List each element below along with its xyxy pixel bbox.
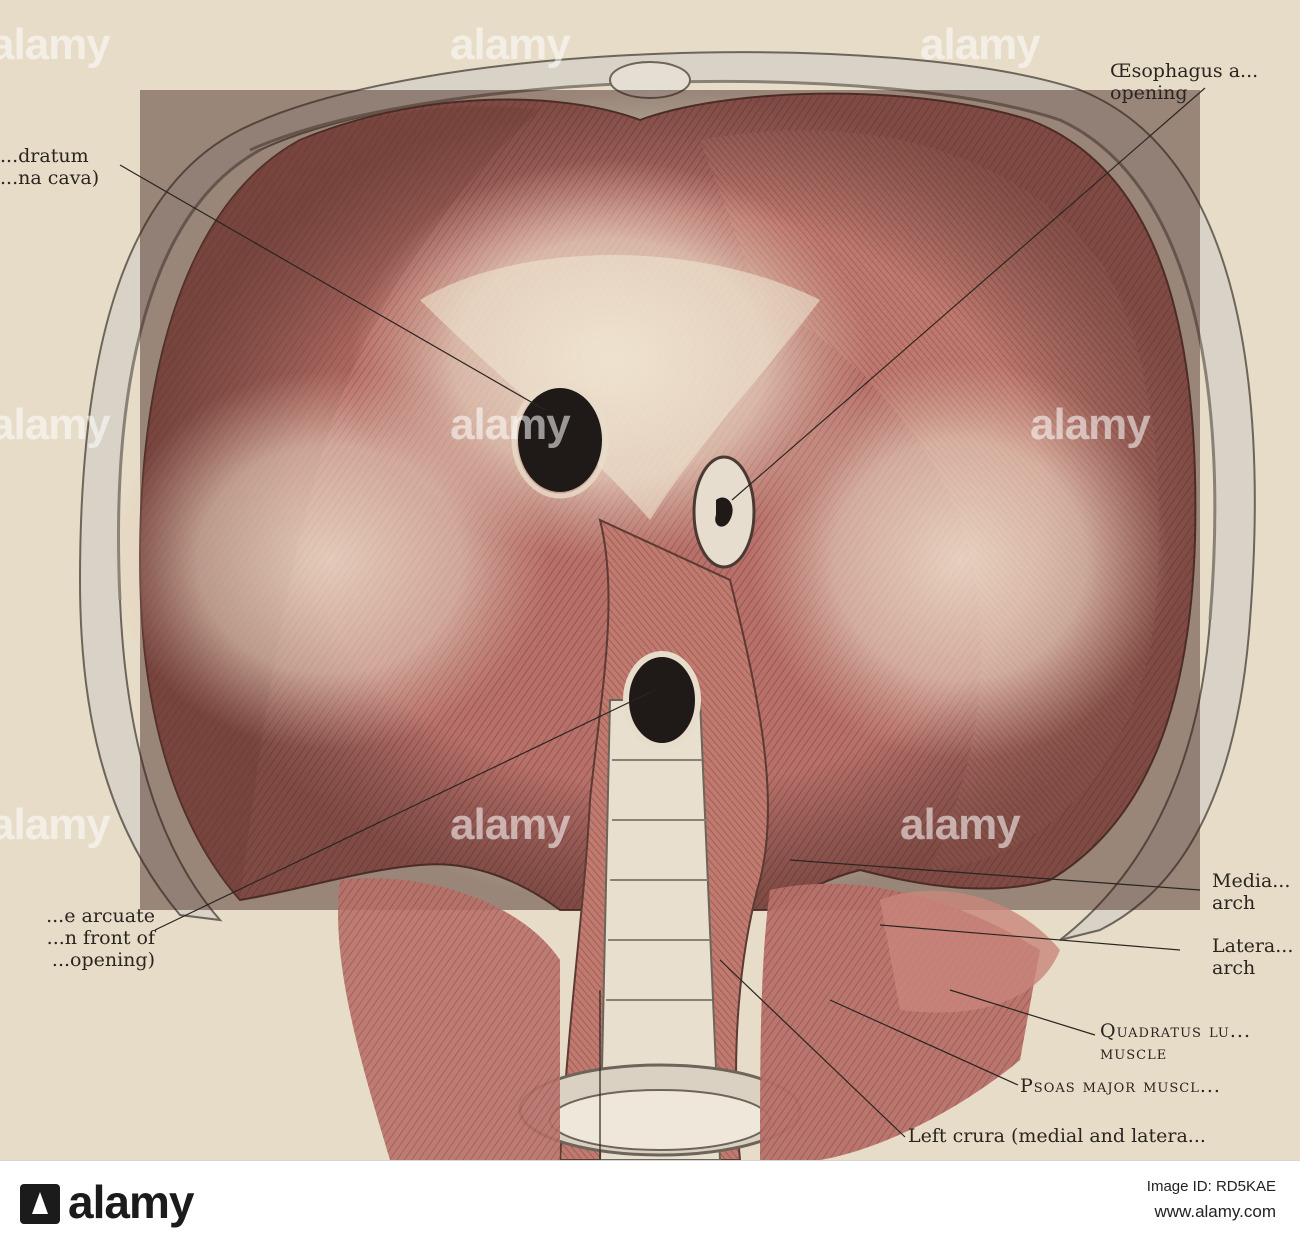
label-quadratus-lumborum: Quadratus lu... muscle [1100,1020,1251,1064]
label-line: Œsophagus a... [1110,60,1259,82]
stock-footer: alamy Image ID: RD5KAE www.alamy.com [0,1160,1300,1250]
alamy-logo[interactable]: alamy [20,1175,194,1229]
label-median-arcuate-ligament: ...e arcuate ...n front of ...opening) [0,905,155,971]
watermark: alamy [450,400,571,449]
diaphragm-illustration [78,51,1256,1160]
label-line: ...opening) [51,949,155,971]
label-line: opening [1110,82,1188,104]
label-psoas-major: Psoas major muscl... [1020,1075,1221,1097]
label-line: ...n front of [46,927,155,949]
leader-lines [119,87,1206,1160]
label-line: ...na cava) [0,167,100,189]
label-line: Quadratus lu... [1100,1020,1251,1042]
figure-plate: alamy alamy alamy alamy alamy alamy alam… [0,20,1294,1160]
vena-cava-opening [518,388,602,492]
aortic-opening [623,651,701,749]
label-medial-arch: Media... arch [1212,870,1290,914]
label-line: Media... [1212,870,1291,892]
watermark: alamy [450,800,571,849]
watermark: alamy [0,400,111,449]
watermark: alamy [450,20,571,69]
alamy-logo-text: alamy [68,1176,194,1228]
image-meta: Image ID: RD5KAE www.alamy.com [1147,1177,1276,1223]
label-line: muscle [1100,1042,1168,1064]
site-url[interactable]: www.alamy.com [1154,1202,1276,1221]
label-line: ...dratum [0,145,89,167]
label-left-crura: Left crura (medial and latera... [908,1125,1206,1147]
label-line: ...e arcuate [46,905,155,927]
watermark: alamy [1030,400,1151,449]
central-tendon [110,160,1170,760]
label-line: arch [1212,957,1256,979]
label-line: Latera... [1212,935,1294,957]
watermark: alamy [920,20,1041,69]
alamy-logo-icon [20,1184,60,1224]
left-psoas [338,878,560,1160]
image-id: Image ID: RD5KAE [1146,1178,1276,1195]
watermark: alamy [900,800,1021,849]
label-oesophagus-opening: Œsophagus a... opening [1110,60,1258,104]
label-lateral-arch: Latera... arch [1212,935,1293,979]
label-line: arch [1212,892,1256,914]
watermark: alamy [0,800,111,849]
crura-and-aorta [518,518,802,1160]
label-vena-cava-opening: ...dratum ...na cava) [0,145,99,189]
watermark: alamy [0,20,111,69]
